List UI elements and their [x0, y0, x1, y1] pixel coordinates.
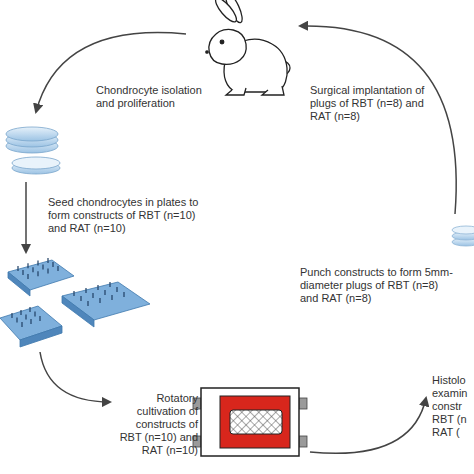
step-label: Seed chondrocytes in plates to form cons… [48, 196, 208, 235]
step-label: Punch constructs to form 5mm-diameter pl… [300, 266, 456, 305]
plate-pin [57, 266, 58, 271]
step-label: Rotatory cultivation of constructs of RB… [118, 392, 198, 457]
plate-pin [27, 263, 28, 268]
plate-pin [17, 266, 18, 271]
petri-dishes [6, 127, 60, 174]
plate-pin [29, 307, 30, 312]
plate-pin [21, 322, 22, 327]
plate-pin [116, 287, 117, 292]
plate-pin [80, 296, 81, 301]
plate-pin [11, 313, 12, 318]
plate-pin [111, 295, 112, 300]
plate-pin [25, 315, 26, 320]
plate-pin [97, 285, 98, 290]
plate-pin [37, 261, 38, 266]
plate-pin [30, 319, 31, 324]
step-label: Histolo examin constr RBT (n RAT ( [432, 374, 472, 439]
plate-pin [20, 310, 21, 315]
culture-plates [0, 258, 150, 347]
plate-pin [42, 265, 43, 270]
rotatory-bioreactor [193, 388, 307, 456]
plate-pin [92, 293, 93, 298]
plate-pin [47, 258, 48, 263]
plate-pin [123, 292, 124, 297]
step-label: Chondrocyte isolation and proliferation [96, 84, 208, 110]
plate-pin [73, 291, 74, 296]
plate-pin [22, 270, 23, 275]
plate-pin [85, 288, 86, 293]
plate-pin [39, 316, 40, 321]
plate-pin [34, 312, 35, 317]
plate-pin [52, 262, 53, 267]
step-label: Surgical implantation of plugs of RBT (n… [310, 84, 430, 123]
plate-pin [27, 274, 28, 279]
plate-pin [47, 269, 48, 274]
plate-pin [87, 301, 88, 306]
cycle-arrows [26, 26, 456, 453]
rabbit-illustration [206, 0, 290, 95]
plate-pin [109, 282, 110, 287]
plate-pin [32, 267, 33, 272]
plate-pin [99, 298, 100, 303]
plate-pin [16, 318, 17, 323]
plate-pin [37, 271, 38, 276]
plate-pin [104, 290, 105, 295]
construct-plugs [452, 226, 474, 246]
